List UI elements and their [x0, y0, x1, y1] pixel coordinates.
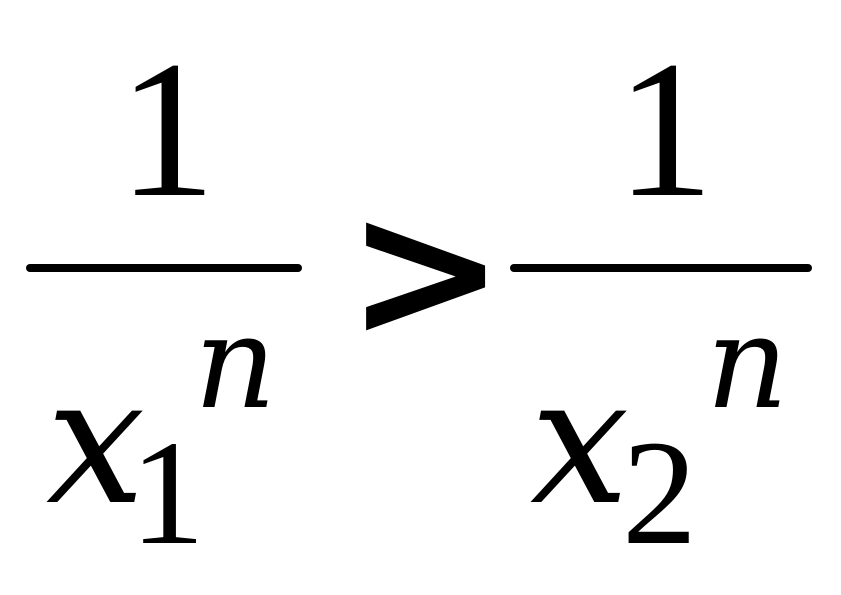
greater-than-sign: >	[346, 160, 506, 381]
left-numerator: 1	[118, 21, 216, 238]
right-numerator: 1	[616, 21, 714, 238]
left-denominator-superscript: n	[194, 289, 277, 438]
left-denominator-base: x	[46, 339, 146, 544]
left-denominator-subscript: 1	[130, 410, 205, 576]
right-denominator-subscript: 2	[622, 410, 697, 576]
right-denominator-superscript: n	[706, 289, 789, 438]
right-denominator-base: x	[530, 339, 630, 544]
left-fraction-bar	[26, 264, 302, 272]
right-fraction-bar	[510, 264, 812, 272]
